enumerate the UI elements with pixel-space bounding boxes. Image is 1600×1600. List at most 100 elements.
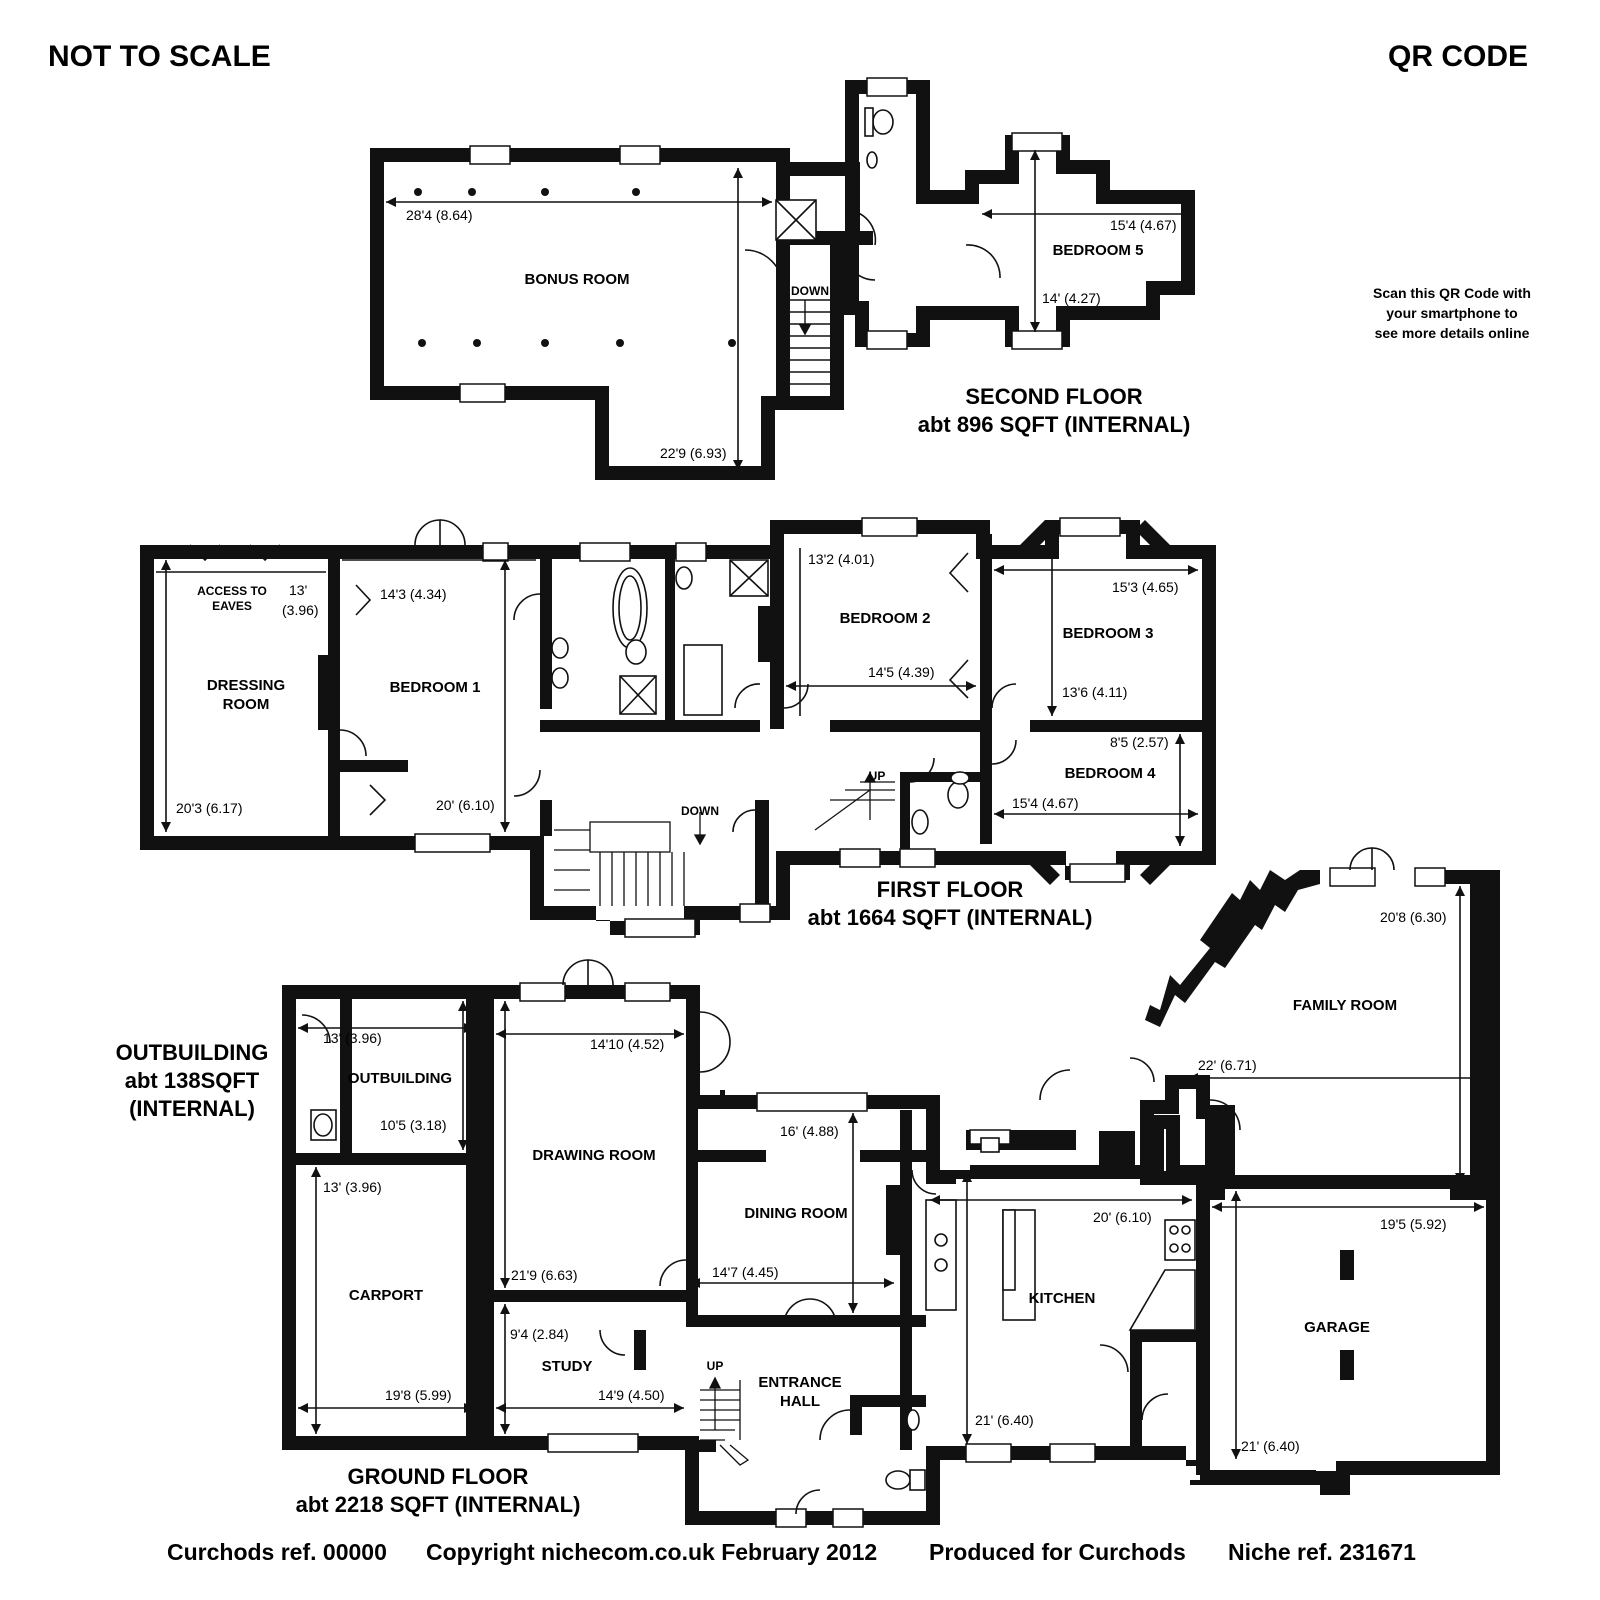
door-arc-icon (783, 683, 809, 709)
room-label-bedroom-4: BEDROOM 4 (1065, 765, 1157, 782)
qr-code-label: QR CODE (1388, 40, 1528, 73)
room-label-bedroom-5: BEDROOM 5 (1053, 242, 1144, 259)
qr-note-line: your smartphone to (1386, 305, 1517, 321)
dimension-label: 21' (6.40) (975, 1412, 1034, 1428)
room-label-carport: CARPORT (349, 1287, 423, 1304)
dimension-label: 15'4 (4.67) (1012, 795, 1079, 811)
dimension-label: 21' (6.40) (1241, 1438, 1300, 1454)
not-to-scale-label: NOT TO SCALE (48, 40, 271, 73)
first-floor-area: abt 1664 SQFT (INTERNAL) (808, 905, 1093, 930)
wc-icon (675, 566, 693, 590)
room-label-bonus: BONUS ROOM (525, 271, 630, 288)
footer-ref: Curchods ref. 00000 (167, 1539, 387, 1565)
room-label-study: STUDY (542, 1358, 593, 1375)
bonus-room-walls (370, 148, 790, 480)
door-arc-icon (1209, 1099, 1241, 1131)
dimension-label: 20' (6.10) (436, 797, 495, 813)
dimension-label: 14'5 (4.39) (868, 664, 935, 680)
basin-icon (950, 771, 970, 785)
outbuilding-title: OUTBUILDING (116, 1040, 269, 1065)
stairs-label: UP (707, 1359, 724, 1373)
family-room-walls (1140, 870, 1500, 1200)
dimension-label: 20'8 (6.30) (1380, 909, 1447, 925)
dimension-label: 13' (3.96) (323, 1179, 382, 1195)
stairs-icon (554, 771, 895, 906)
room-label-kitchen: KITCHEN (1029, 1290, 1096, 1307)
wardrobe-icon (948, 659, 969, 699)
main-house-walls (480, 985, 1500, 1525)
french-door-icon (414, 519, 441, 546)
door-arc-icon (599, 1329, 626, 1356)
qr-note-line: Scan this QR Code with (1373, 285, 1531, 301)
room-label-bedroom-1: BEDROOM 1 (390, 679, 481, 696)
door-arc-icon (744, 249, 784, 289)
door-arc-icon (844, 209, 877, 246)
basin-icon (906, 1409, 920, 1431)
dimension-label: 20' (6.10) (1093, 1209, 1152, 1225)
dimension-label: 28'4 (8.64) (406, 207, 473, 223)
worktop (925, 1199, 957, 1311)
room-label-outbuilding: OUTBUILDING (348, 1070, 452, 1087)
dimension-label: 13' (289, 582, 307, 598)
outbuilding-walls (282, 985, 480, 1450)
wc-icon (625, 639, 647, 665)
dimension-label: 22'9 (6.93) (660, 445, 727, 461)
sink-icon (980, 1137, 1000, 1153)
french-door-icon (439, 519, 466, 546)
dimension-label: 13'6 (4.11) (1062, 684, 1127, 700)
qr-note-line: see more details online (1375, 325, 1530, 341)
room-label-entrance: ENTRANCE (758, 1374, 841, 1391)
dimension-label: 8'5 (2.57) (1110, 734, 1169, 750)
stairs-label: DOWN (791, 284, 829, 298)
room-label-bedroom-2: BEDROOM 2 (840, 610, 931, 627)
room-label-eaves: EAVES (212, 599, 252, 613)
roof-markers (414, 188, 736, 347)
door-arc-icon (1099, 1344, 1129, 1373)
dimension-label: 19'8 (5.99) (385, 1387, 452, 1403)
footer-copyright: Copyright nichecom.co.uk February 2012 (426, 1539, 877, 1565)
dimension-label: 10'5 (3.18) (380, 1117, 447, 1133)
wardrobe-icon (948, 552, 969, 593)
door-arc-icon (699, 1041, 731, 1073)
door-arc-icon (339, 729, 367, 757)
door-arc-icon (1129, 1057, 1155, 1083)
basin-icon (551, 667, 569, 689)
door-arc-icon (991, 683, 1017, 709)
wardrobe-icon (355, 584, 372, 616)
first-floor-plan (140, 517, 1216, 938)
dimension-label: 14' (4.27) (1042, 290, 1101, 306)
outbuilding-area: abt 138SQFT (125, 1068, 260, 1093)
cooker-icon (1164, 1219, 1196, 1261)
french-door-icon (1371, 847, 1395, 871)
eaves-door-icon (249, 544, 281, 562)
dimension-label: 16' (4.88) (780, 1123, 839, 1139)
basin-icon (866, 151, 878, 169)
door-arc-icon (301, 1014, 331, 1044)
dimension-label: 15'3 (4.65) (1112, 579, 1179, 595)
french-door-icon (783, 1298, 811, 1326)
french-door-icon (562, 959, 589, 986)
utility-worktop (1128, 1269, 1196, 1331)
room-label-family: FAMILY ROOM (1293, 997, 1397, 1014)
dimension-label: 14'10 (4.52) (590, 1036, 664, 1052)
first-floor-title: FIRST FLOOR (877, 877, 1024, 902)
stairs-icon (700, 1376, 750, 1466)
bay-window (1020, 520, 1055, 555)
eaves-door-icon (189, 544, 221, 562)
dimension-label: 9'4 (2.84) (510, 1326, 569, 1342)
dimension-label: 14'7 (4.45) (712, 1264, 779, 1280)
french-door-icon (809, 1298, 837, 1326)
french-door-icon (1349, 847, 1373, 871)
dimension-label: 13' (3.96) (323, 1030, 382, 1046)
ground-floor-plan (282, 847, 1500, 1528)
ground-floor-title: GROUND FLOOR (348, 1464, 529, 1489)
family-room-bay (1145, 870, 1320, 1027)
door-arc-icon (795, 1489, 821, 1515)
room-label-dressing: ROOM (223, 696, 270, 713)
room-label-hall: HALL (780, 1393, 820, 1410)
second-floor-area: abt 896 SQFT (INTERNAL) (918, 412, 1191, 437)
door-arc-icon (513, 593, 541, 621)
second-floor-title: SECOND FLOOR (965, 384, 1142, 409)
dimension-label: 19'5 (5.92) (1380, 1216, 1447, 1232)
